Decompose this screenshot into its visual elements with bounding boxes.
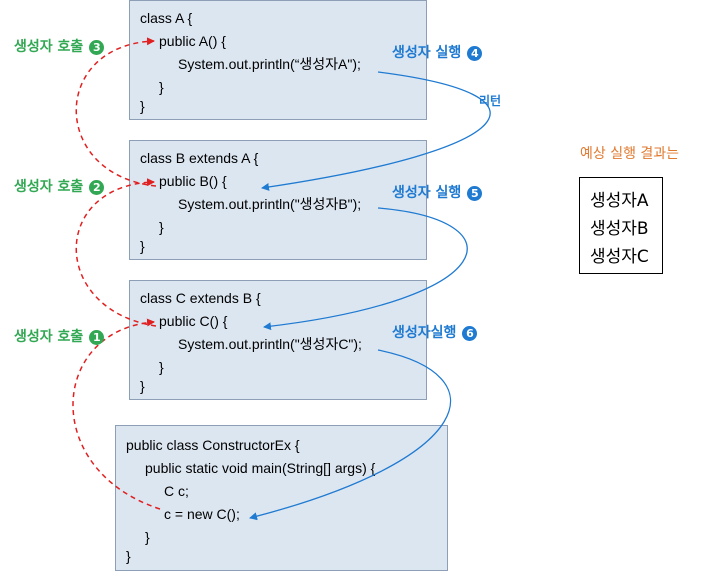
class-c-line-5: }: [140, 378, 145, 394]
class-c-line-4: }: [159, 359, 164, 375]
exec-label-6-num: 6: [462, 325, 478, 341]
class-c-line-1: class C extends B {: [140, 290, 261, 306]
call-label-3: 생성자 호출 3: [14, 38, 105, 56]
expected-title: 예상 실행 결과는: [580, 146, 680, 162]
class-a-box: class A { public A() { System.out.printl…: [129, 0, 427, 120]
class-a-line-5: }: [140, 98, 145, 114]
exec-label-4-num: 4: [467, 45, 483, 61]
return-label: 리턴: [479, 94, 502, 108]
class-a-line-4: }: [159, 79, 164, 95]
expected-result-b: 생성자B: [590, 219, 649, 239]
expected-result-c: 생성자C: [590, 247, 649, 267]
call-label-2: 생성자 호출 2: [14, 178, 105, 196]
main-class-line-4: c = new C();: [164, 506, 240, 522]
call-label-2-num: 2: [89, 179, 105, 195]
exec-label-5-num: 5: [467, 185, 483, 201]
return-arrow-a: [261, 71, 491, 191]
main-class-line-2: public static void main(String[] args) {: [145, 460, 376, 476]
exec-label-6: 생성자실행 6: [392, 324, 478, 342]
class-c-line-2: public C() {: [159, 313, 228, 329]
return-arrow-c: [249, 349, 451, 521]
call-label-3-text: 생성자 호출: [14, 39, 84, 55]
class-b-line-3: System.out.println("생성자B");: [178, 196, 362, 212]
class-b-line-2: public B() {: [159, 173, 227, 189]
class-a-line-1: class A {: [140, 10, 193, 26]
class-c-line-3: System.out.println("생성자C");: [178, 336, 362, 352]
class-c-box: class C extends B { public C() { System.…: [129, 280, 427, 400]
class-a-line-2: public A() {: [159, 33, 226, 49]
call-label-1-num: 1: [89, 329, 105, 345]
call-arrow-2: [75, 178, 157, 327]
exec-label-4-text: 생성자 실행: [392, 45, 462, 61]
exec-label-5-text: 생성자 실행: [392, 185, 462, 201]
class-a-line-3: System.out.println(“생성자A");: [178, 56, 361, 72]
class-b-line-4: }: [159, 219, 164, 235]
main-class-line-6: }: [126, 548, 131, 564]
class-b-box: class B extends A { public B() { System.…: [129, 140, 427, 260]
call-label-1: 생성자 호출 1: [14, 328, 105, 346]
main-class-line-3: C c;: [164, 483, 189, 499]
main-class-line-5: }: [145, 529, 150, 545]
call-arrow-1: [72, 318, 161, 510]
expected-result-box: 생성자A 생성자B 생성자C: [579, 177, 663, 274]
return-arrow-b: [263, 207, 468, 331]
expected-result-a: 생성자A: [590, 191, 649, 211]
class-b-line-5: }: [140, 238, 145, 254]
call-label-3-num: 3: [89, 39, 105, 55]
call-label-1-text: 생성자 호출: [14, 329, 84, 345]
call-label-2-text: 생성자 호출: [14, 179, 84, 195]
exec-label-4: 생성자 실행 4: [392, 44, 483, 62]
main-class-line-1: public class ConstructorEx {: [126, 437, 300, 453]
exec-label-6-text: 생성자실행: [392, 325, 457, 341]
class-b-line-1: class B extends A {: [140, 150, 259, 166]
call-arrow-3: [75, 37, 157, 187]
exec-label-5: 생성자 실행 5: [392, 184, 483, 202]
main-class-box: public class ConstructorEx { public stat…: [115, 425, 448, 571]
